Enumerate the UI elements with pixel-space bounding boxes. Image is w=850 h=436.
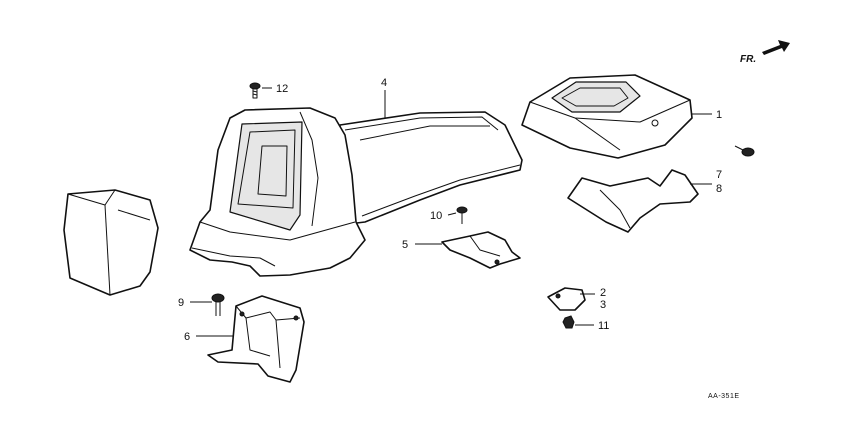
part-2-3-clip <box>547 287 586 311</box>
callout-7: 7 <box>716 169 722 181</box>
front-direction-indicator: FR. <box>740 40 790 65</box>
part-5-bracket <box>441 231 521 269</box>
callout-2: 2 <box>600 287 606 299</box>
cover-screw <box>734 145 755 157</box>
callout-3: 3 <box>600 299 606 311</box>
part-9-bolt <box>211 293 225 316</box>
callout-11: 11 <box>598 320 609 332</box>
part-1-cover <box>521 74 693 159</box>
front-arrow-icon <box>762 40 790 55</box>
part-11-grommet <box>562 315 575 329</box>
callout-6: 6 <box>184 331 190 343</box>
callout-10: 10 <box>430 210 442 222</box>
callout-8: 8 <box>716 183 722 195</box>
part-7-8-bracket <box>567 169 699 233</box>
callout-12: 12 <box>276 83 288 95</box>
part-10-bolt <box>456 206 468 224</box>
part-4-console <box>189 107 523 277</box>
callout-5: 5 <box>402 239 408 251</box>
callouts: 12 4 1 7 8 10 5 2 3 11 9 6 <box>178 77 722 343</box>
front-label: FR. <box>740 54 756 65</box>
callout-9: 9 <box>178 297 184 309</box>
leader-lines <box>190 87 712 337</box>
part-6-bracket <box>207 295 305 383</box>
diagram-code: AA-351E <box>708 393 740 400</box>
callout-4: 4 <box>381 77 387 89</box>
callout-1: 1 <box>716 109 722 121</box>
armrest-pad <box>63 189 159 296</box>
part-12-screw <box>249 82 261 99</box>
